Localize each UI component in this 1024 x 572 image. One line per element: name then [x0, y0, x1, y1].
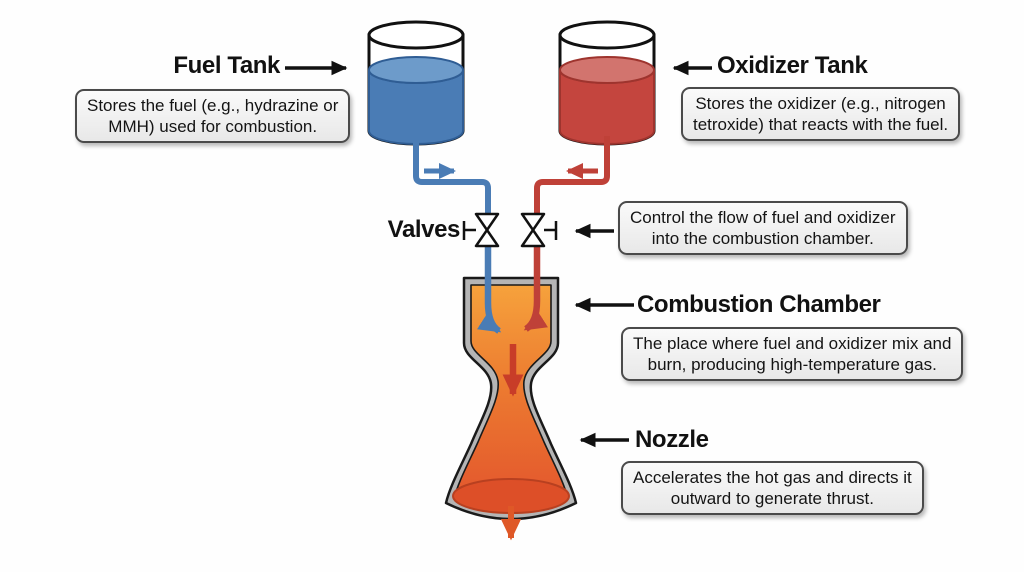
oxidizer-tank-label: Oxidizer Tank — [717, 52, 868, 79]
oxidizer-pipe — [523, 136, 610, 332]
fuel-tank-rim — [367, 20, 465, 50]
valves-callout: Control the flow of fuel and oxidizer in… — [618, 201, 908, 255]
valves-callout-line1: Control the flow of fuel and oxidizer — [630, 208, 896, 227]
oxidizer-liquid-surface — [559, 56, 655, 84]
oxidizer-pipe-into-chamber — [523, 247, 549, 332]
fuel-tank-callout-line1: Stores the fuel (e.g., hydrazine or — [87, 96, 339, 115]
fuel-tank — [367, 20, 465, 146]
fuel-pipe — [413, 136, 502, 334]
fuel-tank-callout-line2: MMH) used for combustion. — [108, 117, 318, 136]
oxidizer-tank — [558, 20, 656, 146]
fuel-tank-label: Fuel Tank — [173, 52, 280, 79]
oxidizer-tank-callout-line2: tetroxide) that reacts with the fuel. — [693, 115, 949, 134]
valve-fuel-symbol — [474, 212, 500, 248]
nozzle-callout-line1: Accelerates the hot gas and directs it — [633, 468, 912, 487]
combustion-chamber-label: Combustion Chamber — [637, 291, 881, 318]
nozzle-label: Nozzle — [635, 426, 709, 453]
oxidizer-pipe-upper — [534, 136, 610, 213]
combustion-chamber-callout: The place where fuel and oxidizer mix an… — [621, 327, 964, 381]
valve-oxidizer-symbol — [520, 212, 546, 248]
nozzle-callout: Accelerates the hot gas and directs it o… — [621, 461, 924, 515]
oxidizer-tank-callout: Stores the oxidizer (e.g., nitrogen tetr… — [681, 87, 961, 141]
fuel-pipe-upper — [413, 136, 491, 213]
nozzle-callout-line2: outward to generate thrust. — [670, 489, 874, 508]
valve-fuel — [462, 212, 500, 248]
engine-shell — [444, 276, 578, 521]
fuel-pipe-into-chamber — [476, 247, 502, 334]
valves-label: Valves — [387, 216, 461, 243]
fuel-tank-callout: Stores the fuel (e.g., hydrazine or MMH)… — [75, 89, 351, 143]
combustion-chamber-callout-line1: The place where fuel and oxidizer mix an… — [633, 334, 952, 353]
oxidizer-tank-rim — [558, 20, 656, 50]
oxidizer-tank-callout-line1: Stores the oxidizer (e.g., nitrogen — [695, 94, 946, 113]
combustion-chamber-callout-line2: burn, producing high-temperature gas. — [647, 355, 937, 374]
valves-callout-line2: into the combustion chamber. — [651, 229, 874, 248]
fuel-liquid-surface — [368, 56, 464, 84]
valve-oxidizer — [520, 212, 558, 248]
